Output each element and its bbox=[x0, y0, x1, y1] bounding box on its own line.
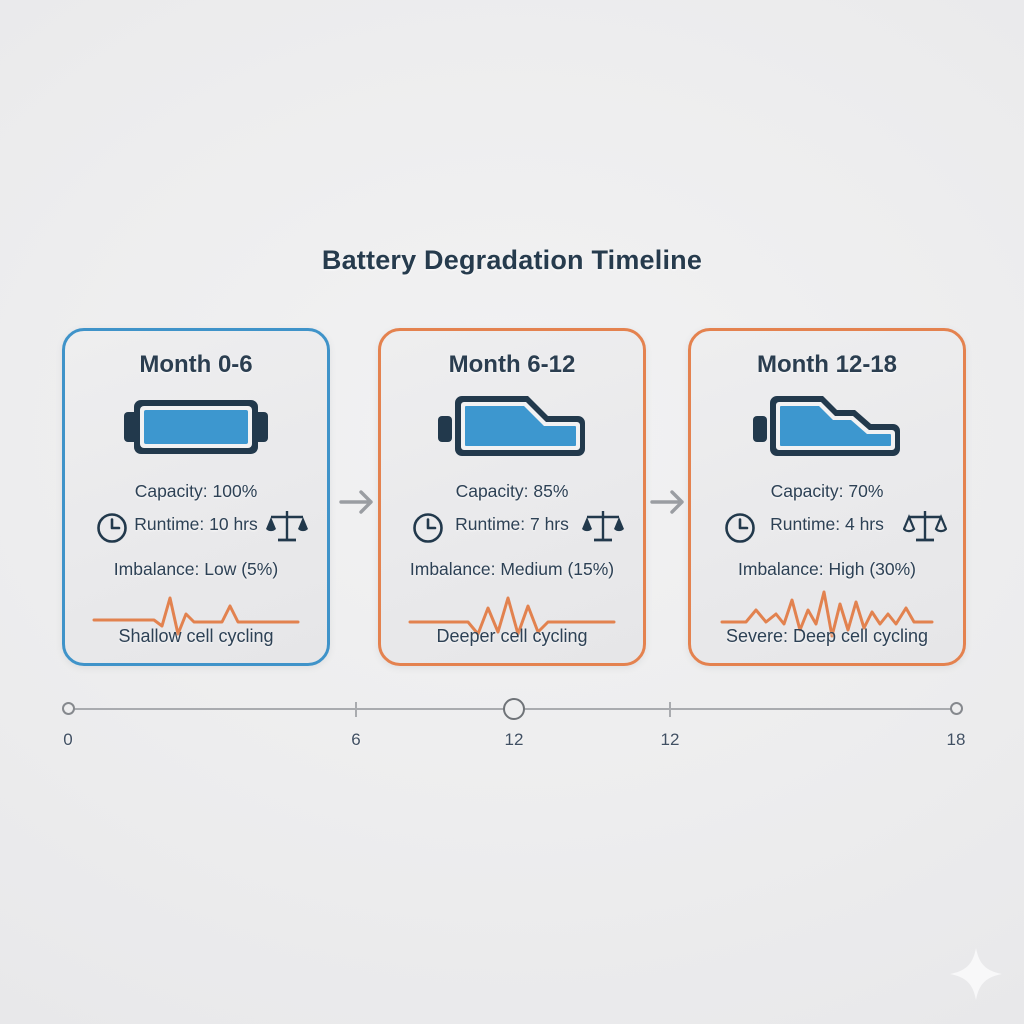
balance-scales-icon bbox=[902, 506, 948, 546]
card-footer: Deeper cell cycling bbox=[436, 626, 588, 646]
arrow-right-icon bbox=[337, 482, 381, 522]
clock-icon bbox=[723, 511, 757, 545]
battery-icon-wrap bbox=[65, 391, 327, 463]
capacity-value: Capacity: 85% bbox=[455, 481, 569, 501]
timeline-label: 0 bbox=[63, 730, 73, 749]
waveform-high-icon bbox=[720, 590, 934, 638]
imbalance-value: Imbalance: Low (5%) bbox=[113, 559, 279, 579]
waveform-wrap bbox=[381, 589, 643, 641]
imbalance-value: Imbalance: Medium (15%) bbox=[409, 559, 615, 579]
timeline-marker-6[interactable] bbox=[355, 702, 357, 717]
arrow-right-icon bbox=[648, 482, 692, 522]
runtime-value: Runtime: 10 hrs bbox=[134, 514, 258, 534]
waveform-wrap bbox=[65, 589, 327, 641]
timeline-marker-12b[interactable] bbox=[669, 702, 671, 717]
battery-icon-wrap bbox=[381, 391, 643, 463]
capacity-value: Capacity: 100% bbox=[134, 481, 258, 501]
timeline-label: 18 bbox=[946, 730, 966, 749]
capacity-value: Capacity: 70% bbox=[770, 481, 884, 501]
timeline-label: 6 bbox=[351, 730, 361, 749]
waveform-low-icon bbox=[92, 596, 300, 636]
card-title: Month 12-18 bbox=[756, 351, 897, 378]
stage-card-month-0-6[interactable]: Month 0-6 Capacity: 100% Runtime: 10 hrs bbox=[62, 328, 330, 666]
card-title: Month 6-12 bbox=[448, 351, 576, 378]
timeline-label: 12 bbox=[504, 730, 524, 749]
runtime-value: Runtime: 4 hrs bbox=[770, 514, 884, 534]
battery-full-icon bbox=[124, 400, 268, 454]
balance-scales-icon bbox=[581, 506, 625, 546]
waveform-wrap bbox=[691, 589, 963, 641]
battery-icon-wrap bbox=[691, 391, 963, 463]
clock-icon bbox=[95, 511, 129, 545]
timeline-marker-18[interactable] bbox=[949, 702, 963, 715]
runtime-value: Runtime: 7 hrs bbox=[455, 514, 569, 534]
clock-icon bbox=[411, 511, 445, 545]
battery-85-icon bbox=[438, 396, 585, 456]
battery-70-icon bbox=[753, 396, 900, 456]
sparkle-icon bbox=[948, 946, 1004, 1002]
card-footer: Shallow cell cycling bbox=[118, 626, 274, 646]
card-footer: Severe: Deep cell cycling bbox=[725, 626, 929, 646]
stage-card-month-6-12[interactable]: Month 6-12 Capacity: 85% Runtime: 7 hrs bbox=[378, 328, 646, 666]
imbalance-value: Imbalance: High (30%) bbox=[738, 559, 916, 579]
timeline-marker-12a[interactable] bbox=[503, 698, 525, 720]
balance-scales-icon bbox=[265, 506, 309, 546]
timeline-axis: 0 6 12 12 18 bbox=[0, 690, 1024, 770]
page-title: Battery Degradation Timeline bbox=[321, 245, 703, 275]
waveform-medium-icon bbox=[408, 596, 616, 636]
timeline-label: 12 bbox=[660, 730, 680, 749]
stage-card-month-12-18[interactable]: Month 12-18 Capacity: 70% Runtime: 4 hrs bbox=[688, 328, 966, 666]
card-title: Month 0-6 bbox=[139, 351, 253, 378]
timeline-marker-0[interactable] bbox=[61, 702, 75, 715]
